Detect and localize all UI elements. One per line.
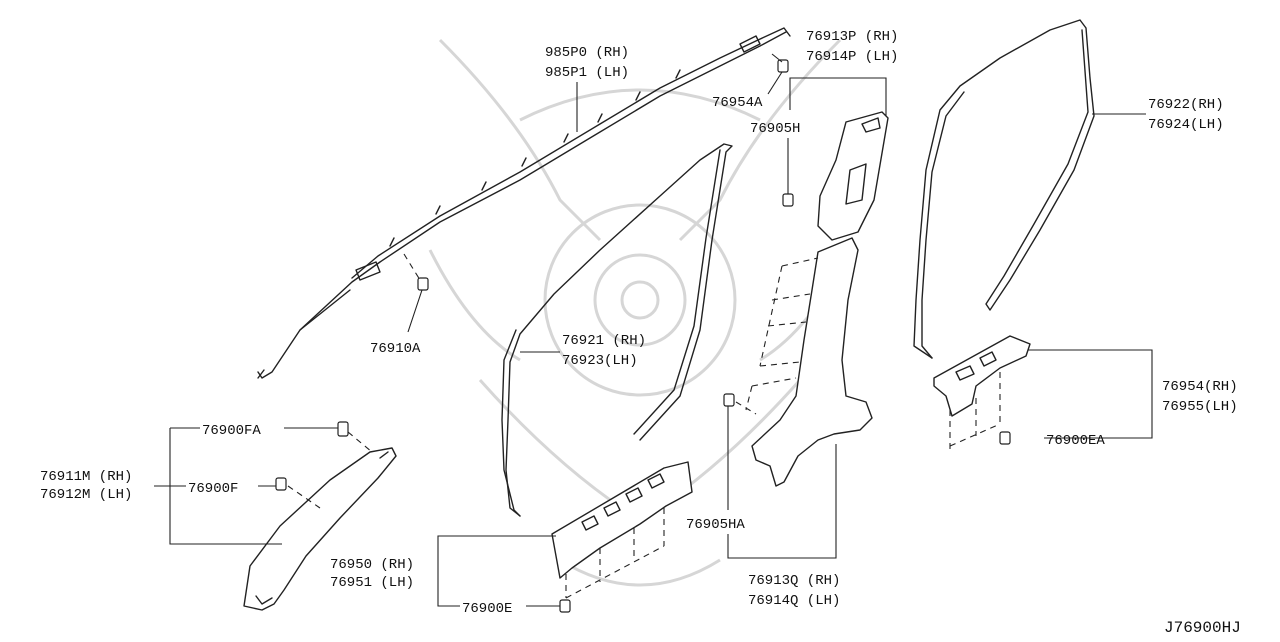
clip-76905h[interactable]: 76905H xyxy=(750,121,800,207)
clip-76954a[interactable]: 76954A xyxy=(712,53,789,111)
clip-76900e[interactable]: 76900E xyxy=(462,599,571,617)
roof-airbag-part[interactable] xyxy=(257,27,791,379)
rear-kicking-plate-label-lh: 76955(LH) xyxy=(1162,399,1238,415)
clip-76910a-label: 76910A xyxy=(370,341,421,357)
rear-door-weatherstrip-label-rh: 76922(RH) xyxy=(1148,97,1224,113)
rear-door-weatherstrip-part[interactable] xyxy=(913,19,1095,359)
rear-door-weatherstrip-label-lh: 76924(LH) xyxy=(1148,117,1224,133)
clip-76910a[interactable]: 76910A xyxy=(370,253,429,357)
center-pillar-lower-label-rh: 76913Q (RH) xyxy=(748,573,840,589)
front-door-weatherstrip-label-lh: 76923(LH) xyxy=(562,353,638,369)
pillar-finisher-upper-label: 76913P (RH) 76914P (LH) xyxy=(789,29,898,116)
clip-76900e-label: 76900E xyxy=(462,601,512,617)
pillar-finisher-upper-label-rh: 76913P (RH) xyxy=(806,29,898,45)
pillar-finisher-upper-part[interactable] xyxy=(817,111,889,241)
rear-kicking-plate-label: 76954(RH) 76955(LH) xyxy=(1028,349,1238,439)
pillar-finisher-upper-label-lh: 76914P (LH) xyxy=(806,49,898,65)
clip-76900fa-label: 76900FA xyxy=(202,423,261,439)
clip-76900f[interactable]: 76900F xyxy=(188,477,321,509)
rear-door-weatherstrip-label: 76922(RH) 76924(LH) xyxy=(1092,97,1224,133)
front-kicking-plate-label-rh: 76950 (RH) xyxy=(330,557,414,573)
center-pillar-lower-label-lh: 76914Q (LH) xyxy=(748,593,840,609)
rear-kicking-plate-part[interactable] xyxy=(933,335,1031,450)
front-pillar-finisher-part[interactable] xyxy=(243,447,397,611)
roof-airbag-label: 985P0 (RH) 985P1 (LH) xyxy=(545,45,629,132)
front-door-weatherstrip-label: 76921 (RH) 76923(LH) xyxy=(520,333,646,369)
clip-76900fa[interactable]: 76900FA xyxy=(170,421,373,453)
front-kicking-plate-label-lh: 76951 (LH) xyxy=(330,575,414,591)
clip-76900ea[interactable]: 76900EA xyxy=(999,431,1105,449)
front-door-weatherstrip-label-rh: 76921 (RH) xyxy=(562,333,646,349)
clip-76905h-label: 76905H xyxy=(750,121,800,137)
roof-airbag-label-rh: 985P0 (RH) xyxy=(545,45,629,61)
front-pillar-finisher-label-lh: 76912M (LH) xyxy=(40,487,132,503)
front-door-weatherstrip-part[interactable] xyxy=(501,143,733,517)
clip-76954a-label: 76954A xyxy=(712,95,763,111)
front-kicking-plate-label: 76950 (RH) 76951 (LH) xyxy=(330,535,556,607)
front-kicking-plate-part[interactable] xyxy=(551,461,693,599)
roof-airbag-label-lh: 985P1 (LH) xyxy=(545,65,629,81)
center-pillar-lower-part[interactable] xyxy=(745,237,873,487)
clip-76905ha-label: 76905HA xyxy=(686,517,745,533)
diagram-reference-code: J76900HJ xyxy=(1164,619,1241,637)
center-pillar-lower-label: 76913Q (RH) 76914Q (LH) xyxy=(727,444,840,609)
clip-76900ea-label: 76900EA xyxy=(1046,433,1105,449)
front-pillar-finisher-label-rh: 76911M (RH) xyxy=(40,469,132,485)
clip-76905ha[interactable]: 76905HA xyxy=(686,393,757,533)
front-pillar-finisher-label: 76911M (RH) 76912M (LH) xyxy=(40,428,282,545)
rear-kicking-plate-label-rh: 76954(RH) xyxy=(1162,379,1238,395)
clip-76900f-label: 76900F xyxy=(188,481,238,497)
